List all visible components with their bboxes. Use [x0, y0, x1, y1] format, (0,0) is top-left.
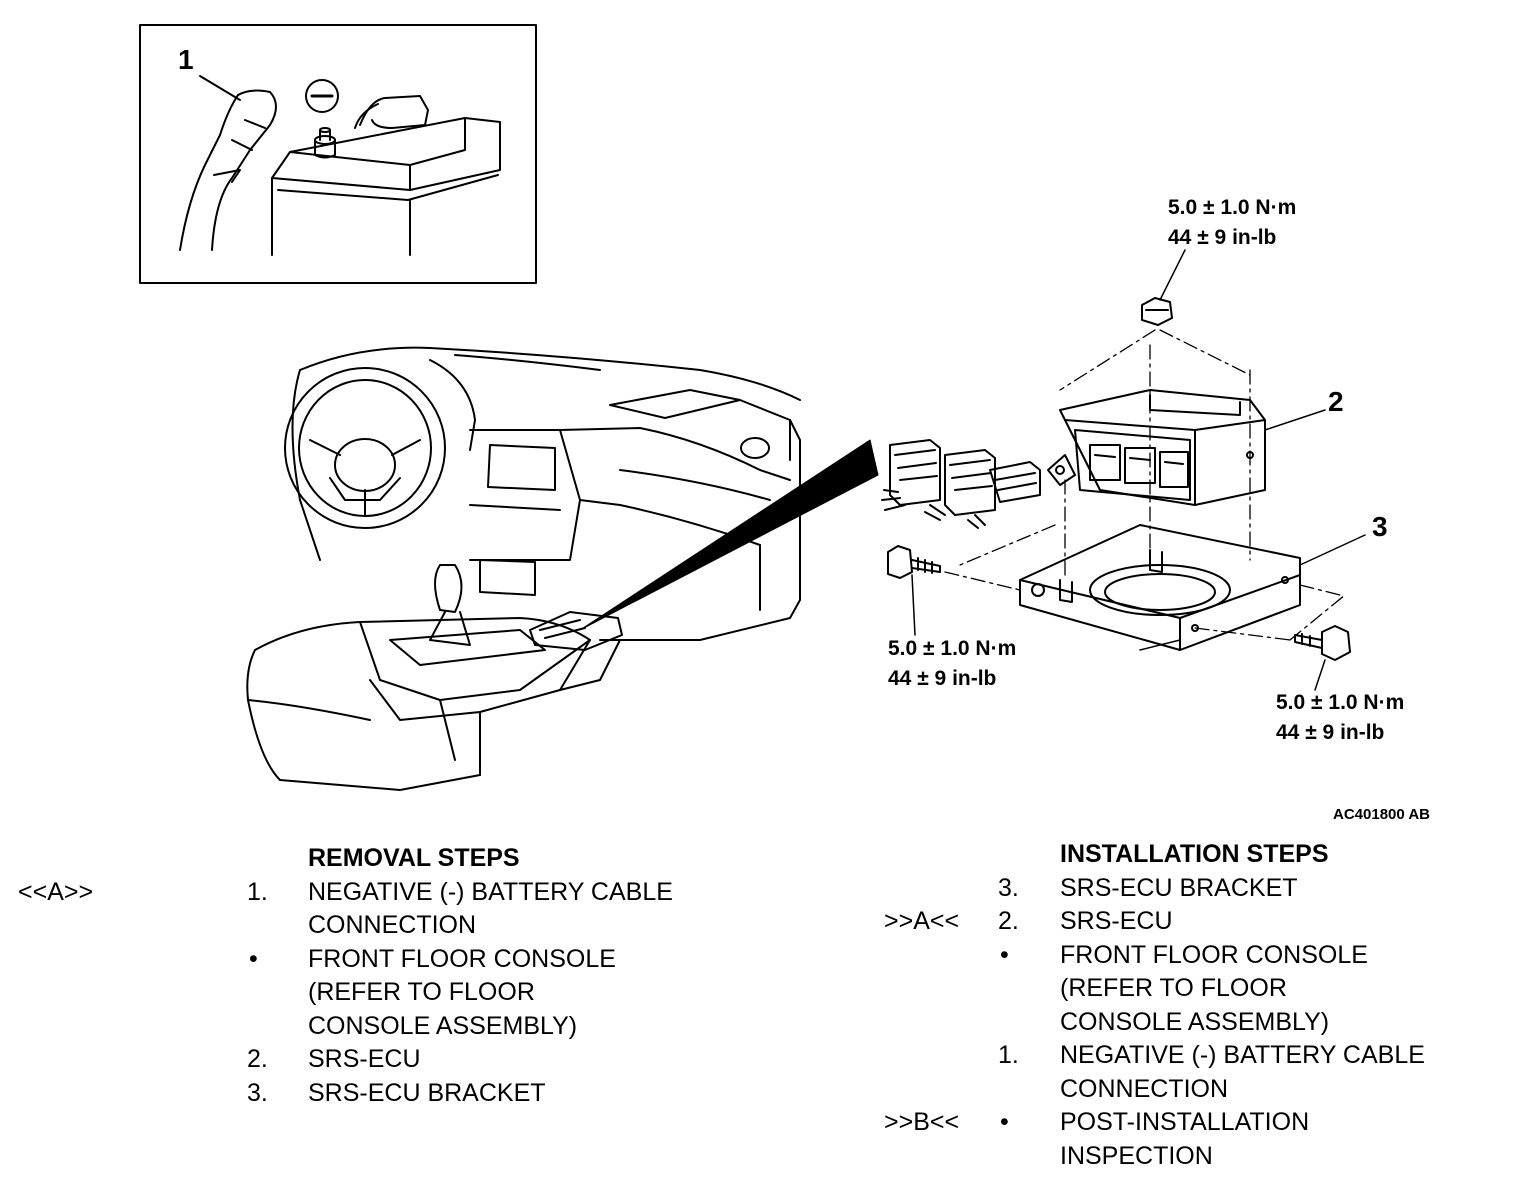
removal-step-text: NEGATIVE (-) BATTERY CABLE: [308, 877, 673, 906]
removal-step-text: (REFER TO FLOOR: [308, 978, 535, 1006]
removal-step-num: 2.: [247, 1045, 268, 1073]
torque-top-nm: 5.0 ± 1.0 N·m: [1168, 196, 1297, 219]
installation-step-bullet: •: [1000, 1108, 1009, 1136]
callout-1: 1: [178, 44, 194, 75]
figure-id: AC401800 AB: [1333, 806, 1430, 823]
torque-left-nm: 5.0 ± 1.0 N·m: [888, 637, 1017, 660]
harness-connectors: [881, 439, 1041, 529]
installation-step-bullet: •: [1000, 940, 1009, 969]
installation-step-num: 3.: [998, 873, 1019, 902]
installation-ref: >>B<<: [884, 1108, 960, 1136]
removal-step-bullet: •: [249, 944, 258, 973]
installation-step-text: FRONT FLOOR CONSOLE: [1060, 940, 1368, 969]
srs-ecu-module: [1047, 389, 1266, 506]
torque-left: 5.0 ± 1.0 N·m 44 ± 9 in-lb: [888, 634, 1016, 694]
torque-top: 5.0 ± 1.0 N·m 44 ± 9 in-lb: [1168, 193, 1296, 253]
torque-right-nm: 5.0 ± 1.0 N·m: [1276, 691, 1405, 714]
removal-step-num: 1.: [247, 877, 268, 906]
torque-top-inlb: 44 ± 9 in-lb: [1168, 226, 1277, 249]
installation-title: INSTALLATION STEPS: [1060, 840, 1329, 868]
removal-step-text: FRONT FLOOR CONSOLE: [308, 944, 616, 973]
srs-ecu-illustration: 1 2 3 5.0 ± 1.0 N·m 44 ± 9 in-lb 5.0 ± 1…: [139, 24, 1430, 823]
removal-steps: REMOVAL STEPS <<A>> 1. NEGATIVE (-) BATT…: [0, 842, 760, 1110]
alignment-lines: [944, 329, 1346, 641]
dashboard-drawing: [246, 346, 801, 791]
torque-right-inlb: 44 ± 9 in-lb: [1276, 721, 1385, 744]
srs-ecu-bracket: [1019, 524, 1301, 651]
installation-step-text: CONNECTION: [1060, 1074, 1229, 1103]
callout-2: 2: [1328, 386, 1344, 417]
removal-step-text: SRS-ECU: [308, 1045, 421, 1073]
installation-ref: >>A<<: [884, 907, 960, 935]
torque-left-inlb: 44 ± 9 in-lb: [888, 667, 997, 690]
removal-step-text: CONNECTION: [308, 911, 477, 939]
installation-step-text: NEGATIVE (-) BATTERY CABLE: [1060, 1041, 1425, 1069]
removal-step-num: 3.: [247, 1078, 268, 1107]
installation-step-text: (REFER TO FLOOR: [1060, 974, 1287, 1002]
mounting-bolts: [887, 297, 1351, 661]
removal-step-text: CONSOLE ASSEMBLY): [308, 1011, 578, 1040]
negative-terminal-icon: [305, 79, 339, 113]
removal-ref-a: <<A>>: [18, 877, 94, 906]
installation-steps: INSTALLATION STEPS 3. SRS-ECU BRACKET >>…: [0, 838, 1520, 1173]
torque-right: 5.0 ± 1.0 N·m 44 ± 9 in-lb: [1276, 688, 1404, 748]
installation-step-text: CONSOLE ASSEMBLY): [1060, 1007, 1330, 1036]
installation-step-num: 2.: [998, 907, 1019, 935]
installation-step-num: 1.: [998, 1041, 1019, 1069]
installation-step-text: SRS-ECU: [1060, 907, 1173, 935]
removal-title: REMOVAL STEPS: [308, 844, 520, 872]
installation-step-text: POST-INSTALLATION: [1060, 1108, 1310, 1136]
installation-step-text: SRS-ECU BRACKET: [1060, 873, 1298, 902]
leader-lines: [911, 249, 1366, 691]
installation-step-text: INSPECTION: [1060, 1141, 1213, 1170]
battery-inset: [139, 24, 537, 284]
callout-3: 3: [1372, 511, 1388, 542]
removal-step-text: SRS-ECU BRACKET: [308, 1078, 546, 1107]
